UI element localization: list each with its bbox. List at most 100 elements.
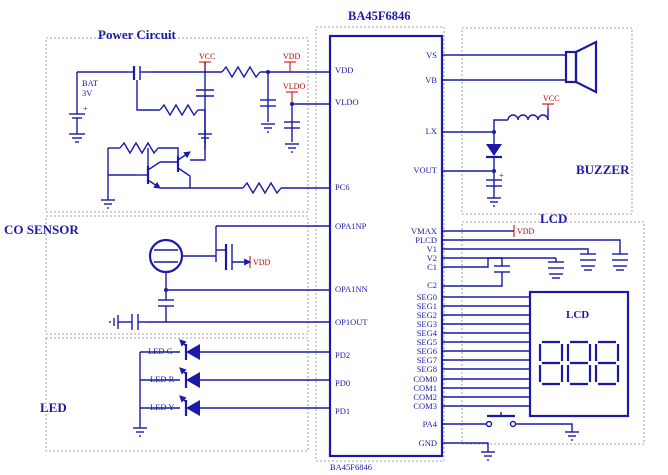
resistor-r2-icon xyxy=(159,103,199,117)
pin-seg6: SEG6 xyxy=(417,346,437,356)
inductor-icon xyxy=(507,114,549,121)
battery-voltage-label: 3V xyxy=(82,88,93,98)
svg-text:+: + xyxy=(499,170,504,180)
diode-icon xyxy=(486,144,502,159)
vdd-label-power: VDD xyxy=(283,52,301,61)
pin-seg4: SEG4 xyxy=(417,328,438,338)
pin-op1out: OP1OUT xyxy=(335,317,368,327)
vldo-label-power: VLDO xyxy=(283,82,305,91)
pin-vb: VB xyxy=(425,75,437,85)
pin-com0: COM0 xyxy=(413,374,437,384)
co-sensor-label: CO SENSOR xyxy=(4,222,79,237)
capacitor-c10-icon xyxy=(612,253,628,271)
pin-pa4: PA4 xyxy=(423,419,438,429)
pin-seg7: SEG7 xyxy=(417,355,437,365)
pin-pd2: PD2 xyxy=(335,350,350,360)
ground-icon xyxy=(261,123,275,133)
capacitor-c4-icon xyxy=(158,299,174,307)
pin-plcd: PLCD xyxy=(415,235,437,245)
buzzer-icon xyxy=(564,40,598,94)
pin-opa1np: OPA1NP xyxy=(335,221,367,231)
pin-seg0: SEG0 xyxy=(417,292,437,302)
vdd-supply-icon xyxy=(284,61,296,72)
pin-vout: VOUT xyxy=(413,165,437,175)
resistor-r3-icon xyxy=(119,141,159,155)
push-button-icon[interactable] xyxy=(485,412,517,428)
buzzer-circuit: VCC + xyxy=(442,40,598,207)
capacitor-c2-icon xyxy=(260,99,276,107)
co-sensor-circuit: VDD xyxy=(109,225,330,330)
led-r-label: LED R xyxy=(150,374,175,384)
pin-com3: COM3 xyxy=(413,401,437,411)
mcu-frame xyxy=(315,26,445,462)
capacitor-c7-icon xyxy=(494,265,510,273)
pin-opa1nn: OPA1NN xyxy=(335,284,368,294)
pin-vmax: VMAX xyxy=(411,226,437,236)
pin-pd1: PD1 xyxy=(335,406,350,416)
led-frame xyxy=(45,337,309,452)
lcd-panel-title: LCD xyxy=(566,309,589,321)
pin-pd0: PD0 xyxy=(335,378,350,388)
capacitor-c8-icon xyxy=(548,261,564,279)
seven-segment-digit-1 xyxy=(538,340,564,386)
capacitor-c1-icon xyxy=(196,89,214,97)
pin-c1: C1 xyxy=(427,262,437,272)
capacitor-c3-icon xyxy=(284,121,300,129)
pin-vs: VS xyxy=(426,50,437,60)
led-g-icon xyxy=(179,339,200,360)
lcd-section-label: LCD xyxy=(540,211,567,226)
pin-com1: COM1 xyxy=(413,383,437,393)
co-sensor-icon xyxy=(148,238,184,274)
buzzer-frame xyxy=(461,27,633,215)
power-circuit-frame xyxy=(45,37,309,213)
chip-title: BA45F6846 xyxy=(348,9,411,23)
ground-icon xyxy=(101,199,115,209)
led-y-icon xyxy=(179,395,200,416)
svg-text:+: + xyxy=(83,103,88,113)
power-circuit-label: Power Circuit xyxy=(98,27,177,42)
mosfet-icon xyxy=(216,244,252,270)
resistor-r4-icon xyxy=(242,181,282,195)
pin-vdd: VDD xyxy=(335,65,353,75)
led-circuit: LED G LED R LED Y xyxy=(133,339,330,437)
ground-icon xyxy=(133,427,147,437)
capacitor-c9-icon xyxy=(580,253,596,271)
power-circuit: BAT 3V + xyxy=(69,52,330,209)
seven-segment-display xyxy=(538,340,620,386)
co-sensor-frame xyxy=(45,215,309,335)
pin-seg3: SEG3 xyxy=(417,319,437,329)
lcd-display-panel xyxy=(528,290,630,418)
pin-seg5: SEG5 xyxy=(417,337,437,347)
vcc-label-buzzer: VCC xyxy=(543,94,559,103)
ground-icon xyxy=(109,315,119,329)
seven-segment-digit-2 xyxy=(566,340,592,386)
capacitor-c6-icon: + xyxy=(486,170,504,187)
ground-icon xyxy=(481,451,495,461)
pin-vldo: VLDO xyxy=(335,97,359,107)
ground-icon xyxy=(69,133,85,143)
seven-segment-digit-3 xyxy=(594,340,620,386)
vcc-label-power: VCC xyxy=(199,52,215,61)
battery-icon: + xyxy=(69,72,88,134)
lcd-circuit: VDD xyxy=(442,225,630,461)
vdd-label-sensor: VDD xyxy=(253,258,271,267)
pin-gnd: GND xyxy=(419,438,437,448)
resistor-r1-icon xyxy=(221,65,261,79)
ground-icon xyxy=(487,197,501,207)
vdd-label-vmax: VDD xyxy=(517,227,535,236)
vcc-supply-icon xyxy=(542,103,554,110)
battery-label: BAT xyxy=(82,78,99,88)
capacitor-c5-icon xyxy=(131,314,139,330)
vcc-supply-icon xyxy=(199,61,211,70)
led-g-label: LED G xyxy=(148,346,173,356)
ground-icon xyxy=(285,143,299,153)
pin-seg1: SEG1 xyxy=(417,301,437,311)
pin-c2: C2 xyxy=(427,280,437,290)
pin-v2: V2 xyxy=(427,253,437,263)
ground-icon xyxy=(565,431,579,441)
pin-lx: LX xyxy=(426,126,437,136)
led-y-label: LED Y xyxy=(150,402,174,412)
pin-v1: V1 xyxy=(427,244,437,254)
buzzer-section-label: BUZZER xyxy=(576,162,630,177)
seg-com-bus xyxy=(442,296,530,407)
